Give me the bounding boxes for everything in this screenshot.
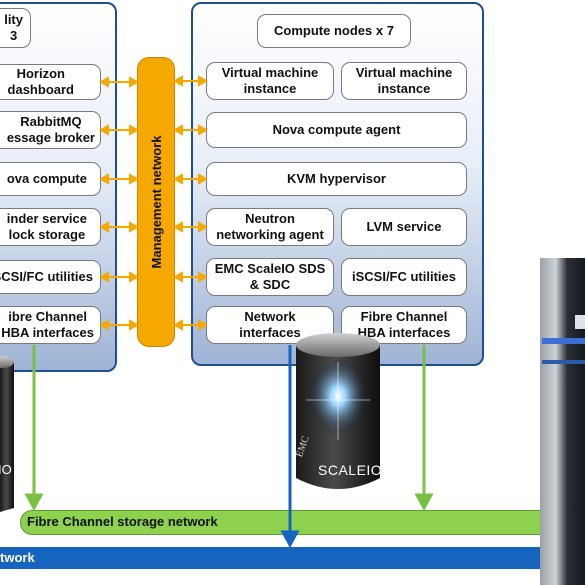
vm-instance-1: Virtual machine instance <box>206 62 334 100</box>
management-network-bar: Management network <box>137 57 175 347</box>
scaleio-sds-sdc-box: EMC ScaleIO SDS & SDC <box>206 258 334 296</box>
compute-nodes-title: Compute nodes x 7 <box>257 14 411 48</box>
vm-instance-2: Virtual machine instance <box>341 62 467 100</box>
fc-hba-left-box: ibre Channel HBA interfaces <box>0 306 101 344</box>
rabbitmq-box: RabbitMQ essage broker <box>0 111 101 149</box>
iscsi-fc-utilities-box: iSCSI/FC utilities <box>341 258 467 296</box>
iscsi-fc-utilities-left-box: SCSI/FC utilities <box>0 260 101 294</box>
nova-compute-agent-box: Nova compute agent <box>206 112 467 148</box>
kvm-hypervisor-box: KVM hypervisor <box>206 162 467 196</box>
controller-title-box: lity 3 <box>0 8 31 48</box>
network-link <box>280 345 300 549</box>
lvm-service-box: LVM service <box>341 208 467 246</box>
network-bar: twork <box>0 547 575 569</box>
scaleio-cylinder-left <box>0 356 14 512</box>
nova-compute-box: ova compute <box>0 162 101 196</box>
mgmt-links-right <box>172 75 209 331</box>
fc-storage-network-bar: Fibre Channel storage network <box>20 510 575 535</box>
cinder-service-box: inder service lock storage <box>0 208 101 246</box>
storage-array <box>540 258 585 585</box>
mgmt-links-left <box>98 76 140 331</box>
scaleio-cylinder <box>296 333 380 489</box>
scaleio-left-label: IO <box>0 462 12 477</box>
scaleio-product-label: SCALEIO <box>318 462 383 478</box>
neutron-agent-box: Neutron networking agent <box>206 208 334 246</box>
